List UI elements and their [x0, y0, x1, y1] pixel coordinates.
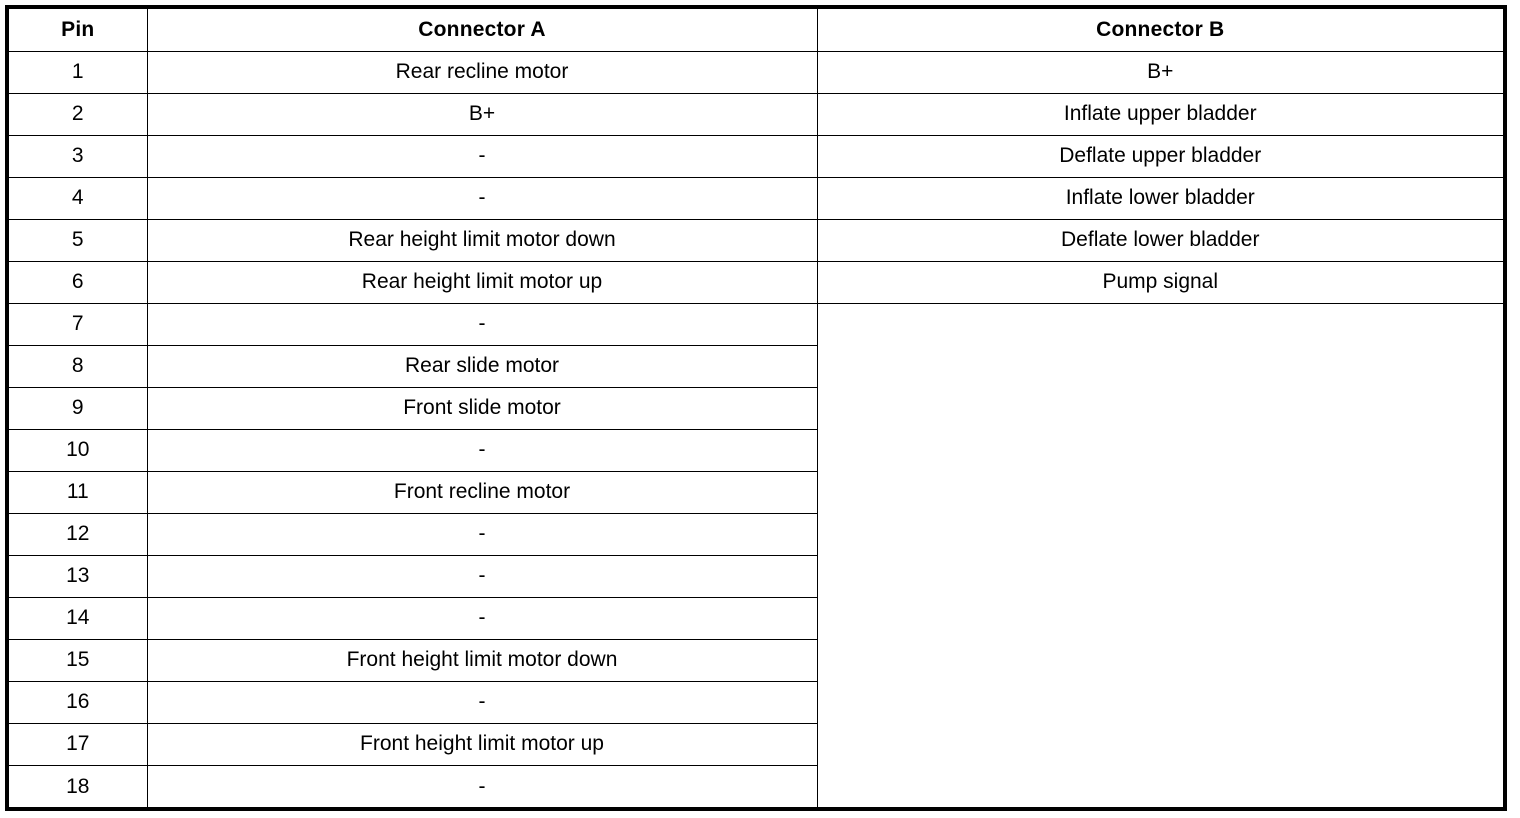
- cell-pin: 9: [9, 386, 148, 430]
- cell-connector-a: Rear recline motor: [146, 50, 818, 94]
- cell-connector-a: Front recline motor: [146, 470, 817, 514]
- cell-connector-b: Deflate upper bladder: [816, 134, 1503, 178]
- cell-pin: 15: [9, 638, 148, 682]
- table-row: 16-: [9, 680, 1503, 724]
- cell-pin: 7: [9, 302, 148, 346]
- cell-pin: 3: [9, 134, 148, 178]
- table-row: 18-: [9, 764, 1503, 807]
- header-row: Pin Connector A Connector B: [9, 9, 1503, 52]
- column-header-connector-b: Connector B: [816, 9, 1503, 52]
- cell-connector-a: -: [146, 428, 817, 472]
- cell-pin: 2: [9, 92, 148, 136]
- cell-pin: 14: [9, 596, 148, 640]
- cell-pin: 18: [9, 764, 148, 807]
- cell-connector-a: Front height limit motor up: [146, 722, 817, 766]
- cell-pin: 10: [9, 428, 148, 472]
- cell-pin: 11: [9, 470, 148, 514]
- table-row: 3-Deflate upper bladder: [9, 134, 1503, 178]
- cell-pin: 6: [9, 260, 148, 304]
- table-row: 10-: [9, 428, 1503, 472]
- table-row: 12-: [9, 512, 1503, 556]
- cell-connector-a: Front slide motor: [146, 386, 817, 430]
- cell-connector-a: -: [146, 512, 817, 556]
- cell-connector-a: -: [146, 596, 817, 640]
- table-row: 4-Inflate lower bladder: [9, 176, 1503, 220]
- cell-connector-a: -: [146, 680, 817, 724]
- connector-b-empty-region: [816, 302, 1503, 808]
- cell-connector-a: Front height limit motor down: [146, 638, 817, 682]
- cell-connector-b: Deflate lower bladder: [816, 218, 1503, 262]
- cell-connector-a: -: [146, 134, 818, 178]
- cell-connector-a: Rear slide motor: [146, 344, 817, 388]
- cell-pin: 16: [9, 680, 148, 724]
- cell-pin: 13: [9, 554, 148, 598]
- cell-connector-a: -: [146, 302, 818, 346]
- column-header-pin: Pin: [9, 9, 148, 52]
- table-row: 13-: [9, 554, 1503, 598]
- cell-connector-b: Inflate upper bladder: [816, 92, 1503, 136]
- cell-connector-a: -: [146, 176, 818, 220]
- cell-pin: 4: [9, 176, 148, 220]
- cell-pin: 17: [9, 722, 148, 766]
- cell-connector-a: Rear height limit motor up: [146, 260, 818, 304]
- table-header: Pin Connector A Connector B: [9, 9, 1503, 52]
- cell-pin: 8: [9, 344, 148, 388]
- cell-connector-a: -: [146, 764, 817, 807]
- cell-pin: 1: [9, 50, 148, 94]
- table-row: 14-: [9, 596, 1503, 640]
- cell-pin: 5: [9, 218, 148, 262]
- column-header-connector-a: Connector A: [146, 9, 818, 52]
- cell-connector-a: Rear height limit motor down: [146, 218, 818, 262]
- cell-connector-a: -: [146, 554, 817, 598]
- cell-connector-b: B+: [816, 50, 1503, 94]
- cell-pin: 12: [9, 512, 148, 556]
- cell-connector-b: Pump signal: [816, 260, 1503, 304]
- cell-connector-a: B+: [146, 92, 818, 136]
- table-row: 7-: [9, 302, 1503, 808]
- cell-connector-b: Inflate lower bladder: [816, 176, 1503, 220]
